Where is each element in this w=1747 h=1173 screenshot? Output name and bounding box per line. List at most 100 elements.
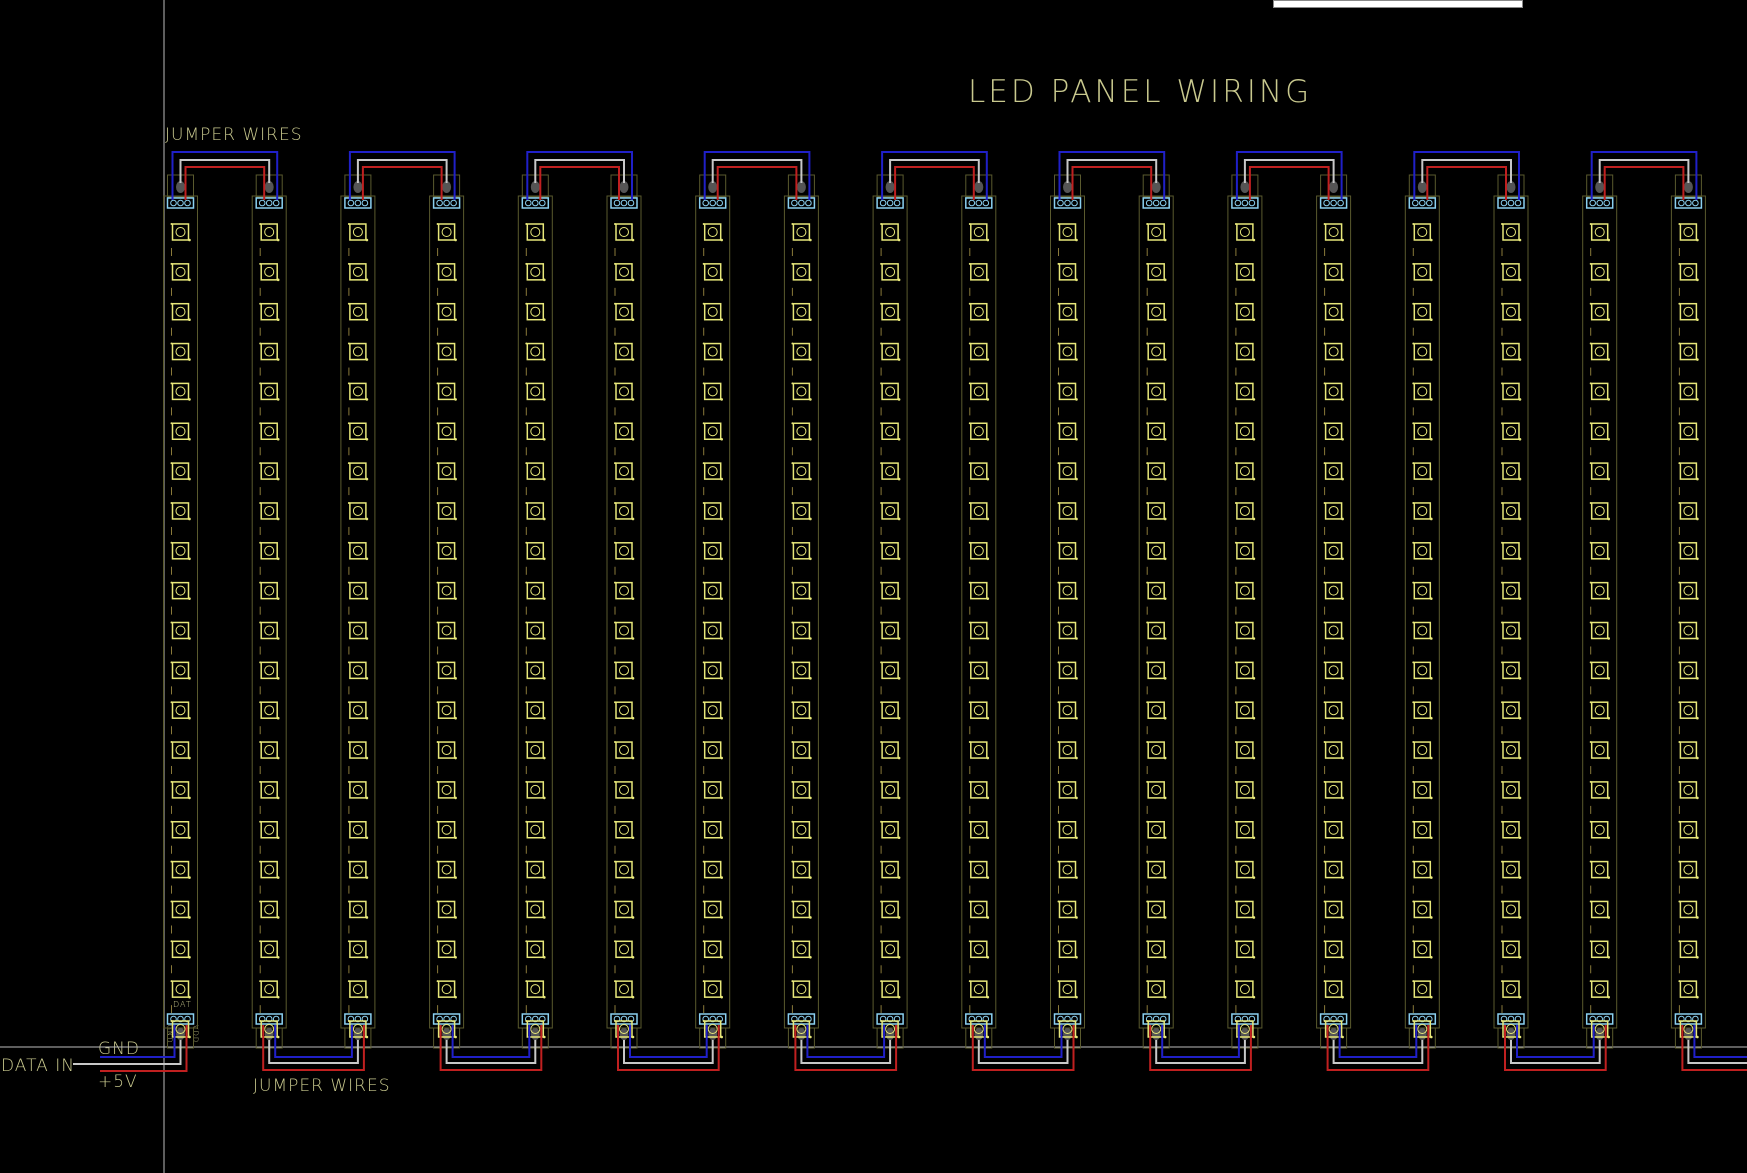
led-pad bbox=[614, 262, 616, 265]
led-pad bbox=[1696, 477, 1699, 481]
led-pad bbox=[1234, 860, 1237, 863]
led-pad bbox=[1252, 437, 1256, 441]
led-icon bbox=[792, 940, 811, 959]
led-pad bbox=[1252, 517, 1256, 521]
led-pad bbox=[880, 302, 883, 305]
led-pad bbox=[347, 581, 350, 584]
led-lens bbox=[1594, 585, 1605, 596]
led-pad bbox=[1518, 517, 1522, 521]
led-pad bbox=[259, 1020, 262, 1022]
led-pad bbox=[631, 796, 635, 800]
led-pad bbox=[1518, 916, 1522, 919]
led-pad bbox=[188, 637, 191, 640]
led-pad bbox=[1589, 342, 1592, 345]
led-pad bbox=[543, 716, 546, 720]
led-icon bbox=[1236, 821, 1254, 839]
led-pad bbox=[1323, 900, 1326, 903]
led-pad bbox=[1430, 995, 1433, 999]
led-pad bbox=[1696, 238, 1699, 242]
led-pad bbox=[986, 1035, 990, 1039]
led-lens bbox=[1062, 864, 1073, 875]
led-icon bbox=[1058, 1020, 1077, 1038]
led-pad bbox=[1607, 876, 1610, 879]
led-pad bbox=[259, 462, 262, 465]
led-lens bbox=[530, 824, 541, 835]
led-lens bbox=[796, 625, 807, 636]
led-icon bbox=[970, 860, 988, 879]
led-pad bbox=[702, 541, 705, 544]
led-pad bbox=[259, 741, 262, 744]
led-lens bbox=[1683, 665, 1694, 676]
led-pad bbox=[720, 318, 723, 322]
vcc-jumper-wire bbox=[716, 166, 798, 200]
led-pad bbox=[1146, 1020, 1149, 1022]
led-lens bbox=[530, 227, 541, 237]
led-pad bbox=[454, 637, 457, 640]
led-pad bbox=[1678, 501, 1681, 504]
led-lens bbox=[175, 1024, 186, 1034]
vcc-jumper-wire bbox=[1504, 1025, 1607, 1071]
led-icon bbox=[1679, 342, 1698, 361]
led-lens bbox=[530, 864, 541, 875]
connector-pin bbox=[347, 1015, 355, 1023]
led-icon bbox=[970, 621, 988, 640]
led-lens bbox=[264, 904, 275, 915]
led-lens bbox=[619, 864, 629, 875]
led-lens bbox=[796, 824, 807, 835]
led-pad bbox=[1075, 238, 1078, 242]
vcc-jumper-wire bbox=[1149, 1025, 1252, 1071]
led-icon bbox=[703, 581, 722, 600]
led-pad bbox=[1501, 741, 1503, 744]
led-icon bbox=[1679, 1020, 1698, 1038]
led-icon bbox=[437, 263, 456, 281]
led-pad bbox=[543, 437, 546, 441]
led-pad bbox=[525, 262, 528, 265]
led-lens bbox=[1062, 745, 1073, 756]
led-pad bbox=[1501, 302, 1503, 305]
led-lens bbox=[530, 745, 541, 756]
led-pad bbox=[1412, 860, 1415, 863]
led-icon bbox=[1147, 741, 1165, 759]
connector-pin bbox=[1241, 199, 1249, 207]
led-lens bbox=[885, 346, 896, 357]
led-pad bbox=[436, 541, 439, 544]
led-pad bbox=[188, 557, 191, 561]
led-icon bbox=[526, 940, 545, 959]
led-pad bbox=[347, 302, 350, 305]
led-pad bbox=[1412, 621, 1415, 624]
led-lens bbox=[530, 665, 541, 676]
connector-pin bbox=[265, 199, 273, 207]
led-pad bbox=[436, 422, 439, 425]
led-pad bbox=[614, 820, 616, 823]
led-pad bbox=[188, 358, 191, 361]
led-icon bbox=[615, 661, 633, 680]
connector bbox=[1053, 197, 1082, 209]
led-pad bbox=[968, 940, 971, 943]
led-pad bbox=[1234, 701, 1237, 704]
led-pad bbox=[1323, 342, 1326, 345]
led-icon bbox=[970, 781, 988, 799]
led-icon bbox=[1147, 542, 1165, 560]
connector-pin bbox=[1145, 1015, 1153, 1023]
led-pad bbox=[1430, 956, 1433, 959]
led-lens bbox=[707, 984, 718, 995]
led-icon bbox=[881, 980, 899, 998]
led-pad bbox=[1057, 581, 1060, 584]
gnd-jumper-wire bbox=[526, 151, 633, 200]
led-pad bbox=[436, 661, 439, 664]
led-pad bbox=[1518, 597, 1522, 600]
led-pad bbox=[702, 940, 705, 943]
led-pad bbox=[880, 701, 883, 704]
led-pad bbox=[170, 581, 173, 584]
led-pad bbox=[1323, 462, 1326, 465]
led-icon bbox=[1679, 980, 1698, 998]
led-pad bbox=[365, 876, 369, 879]
led-pad bbox=[276, 238, 280, 242]
led-pad bbox=[1518, 278, 1522, 282]
led-pad bbox=[1057, 1020, 1060, 1022]
led-lens bbox=[1062, 705, 1073, 716]
led-pad bbox=[1323, 422, 1326, 425]
led-lens bbox=[441, 984, 452, 995]
led-pad bbox=[1589, 860, 1592, 863]
led-lens bbox=[1417, 466, 1428, 477]
